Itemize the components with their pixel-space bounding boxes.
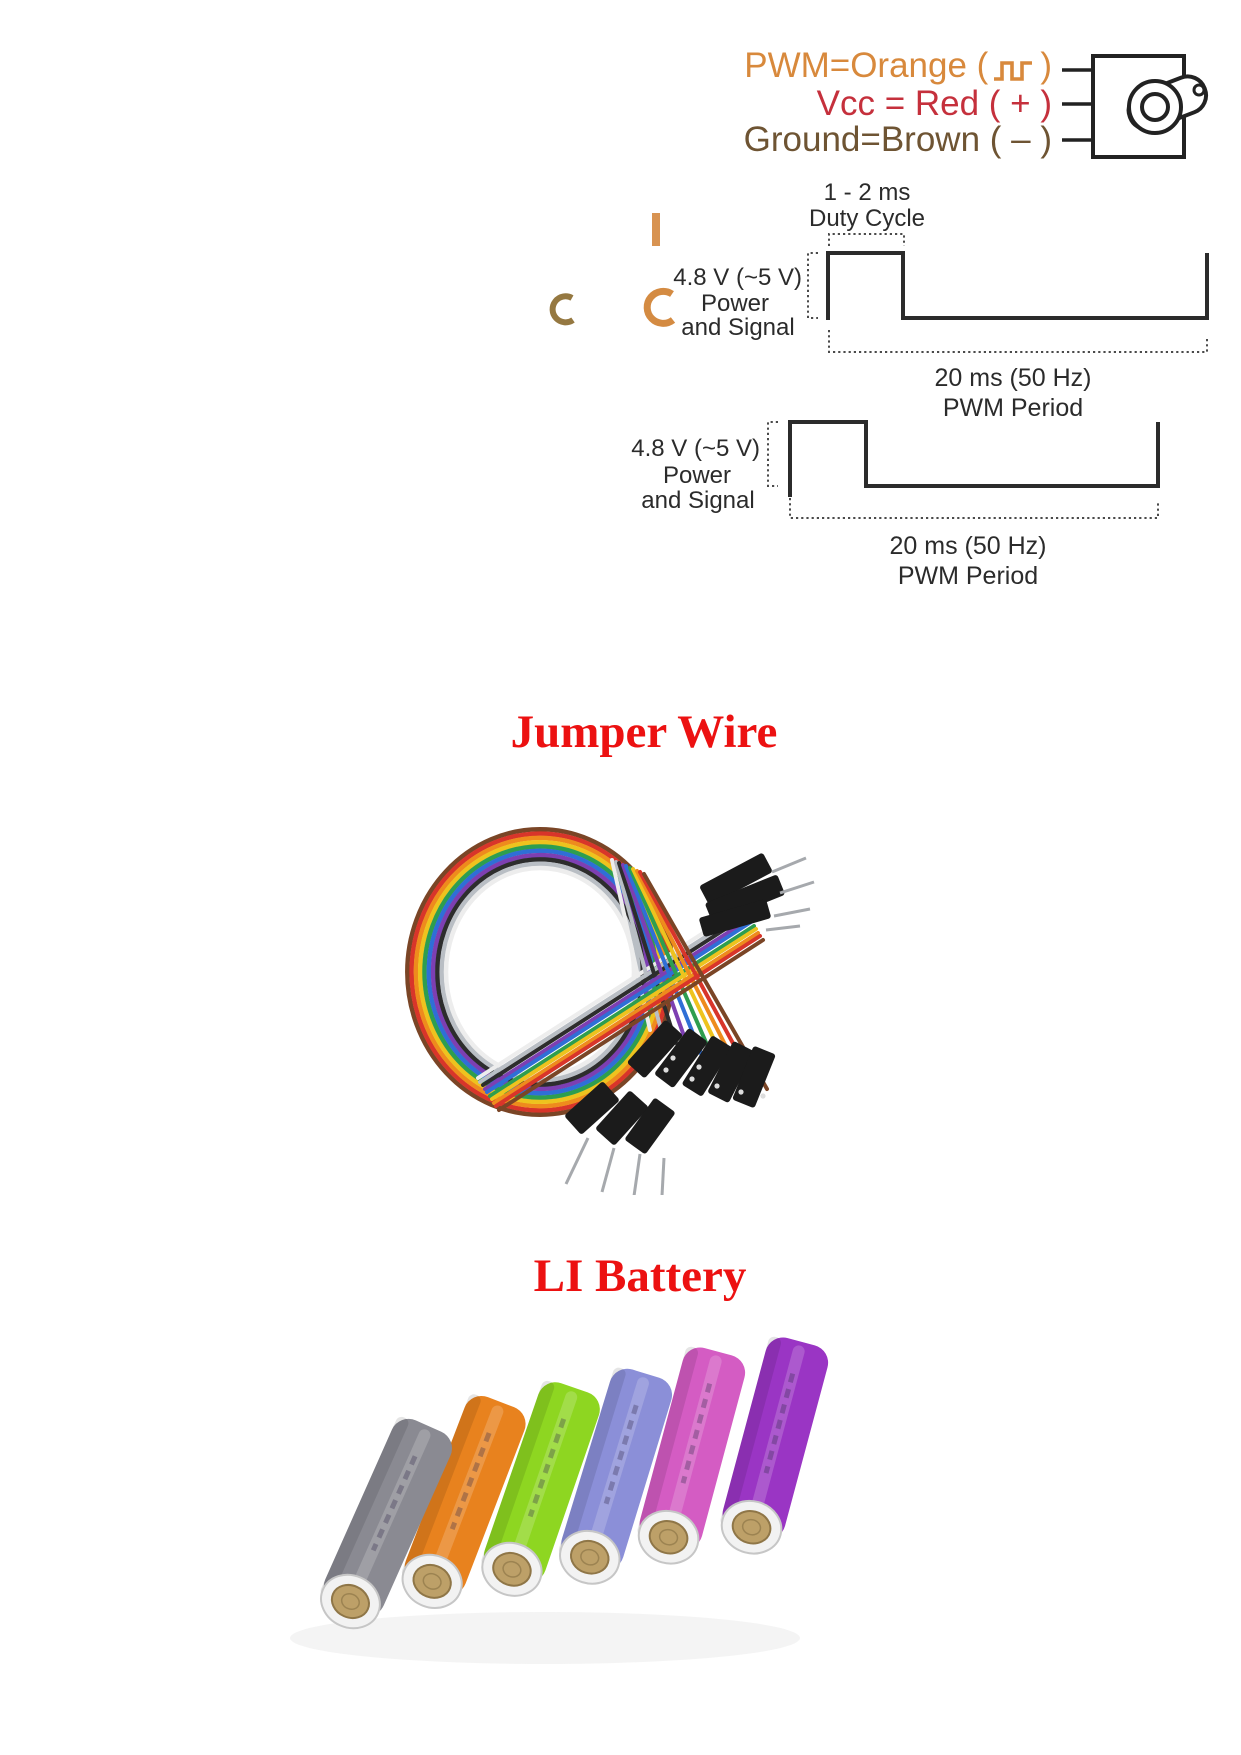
pwm-waveform-1 [826,251,1209,320]
period-label-2-line2: PWM Period [897,562,1039,590]
male-header-blocks [565,1082,675,1154]
li-battery-heading: LI Battery [533,1250,747,1302]
battery-body [483,1382,600,1583]
voltage-label-1-line3: and Signal [681,314,795,341]
male-pin-connectors [699,853,785,937]
pwm-pin-label: PWM=Orange ( ) [557,47,1052,85]
pwm-pin-label-close: ) [1040,46,1052,85]
duty-cycle-label-line1: 1 - 2 ms [823,179,911,206]
battery-cell-pink [637,1346,746,1565]
servo-motor-icon [1062,54,1209,159]
battery-body [561,1368,673,1570]
voltage-label-2-line2: Power [662,462,732,489]
pwm-waveform-2 [788,420,1160,497]
pwm-timing-diagrams-lines [549,213,1209,519]
voltage-bracket-1 [807,252,818,319]
period-label-1-line2: PWM Period [942,394,1084,422]
voltage-bracket-2 [767,421,778,487]
wire [490,867,758,1101]
jumper-wire-image [405,827,815,1195]
voltage-label-2-line1: 4.8 V (~5 V) [631,435,760,462]
timing-diagram-2-lines [767,420,1160,519]
voltage-label-1-line2: Power [700,290,770,317]
battery-shadow [290,1612,800,1664]
battery-cell-gray [320,1416,453,1630]
wire-bundles [476,858,769,1112]
ground-pin-label: Ground=Brown ( – ) [557,121,1052,159]
wire [492,869,760,1105]
ground-pin-label-text: Ground=Brown ( – ) [743,120,1052,159]
battery-cell-orange [401,1394,526,1609]
pwm-pin-label-text: PWM=Orange ( [744,46,989,85]
pin-stub-lines [1062,68,1092,142]
voltage-label-2-line3: and Signal [641,487,755,514]
timing-diagram-1-lines [807,233,1209,353]
vcc-pin-label-text: Vcc = Red ( + ) [816,84,1052,123]
period-label-1-line1: 20 ms (50 Hz) [934,364,1092,392]
battery-body [404,1395,526,1596]
servo-horn [1126,74,1209,135]
jumper-wire-heading: Jumper Wire [510,706,778,758]
voltage-label-1-line1: 4.8 V (~5 V) [673,264,802,291]
vcc-pin-label: Vcc = Red ( + ) [557,85,1052,123]
connector-pins [765,856,815,932]
period-bracket-2 [789,498,1159,519]
stray-letter-fragments [549,213,676,327]
connector-holes [663,1055,766,1099]
duty-cycle-label-line2: Duty Cycle [808,205,926,232]
battery-body [639,1347,746,1550]
wire [483,863,751,1091]
duty-cycle-bracket [828,233,905,246]
li-battery-image [290,1336,829,1664]
battery-cell-purple [720,1336,829,1555]
wire [481,861,749,1087]
battery-cell-periwinkle [558,1367,673,1585]
bottom-pins [564,1137,666,1195]
period-bracket-1 [828,330,1208,353]
battery-cell-green [481,1380,600,1597]
period-label-2-line1: 20 ms (50 Hz) [889,532,1047,560]
battery-body [722,1337,829,1540]
battery-body [323,1418,453,1617]
wire [485,864,753,1094]
square-wave-icon [994,61,1033,81]
ribbon-strand [435,857,645,1087]
wire [488,866,756,1098]
